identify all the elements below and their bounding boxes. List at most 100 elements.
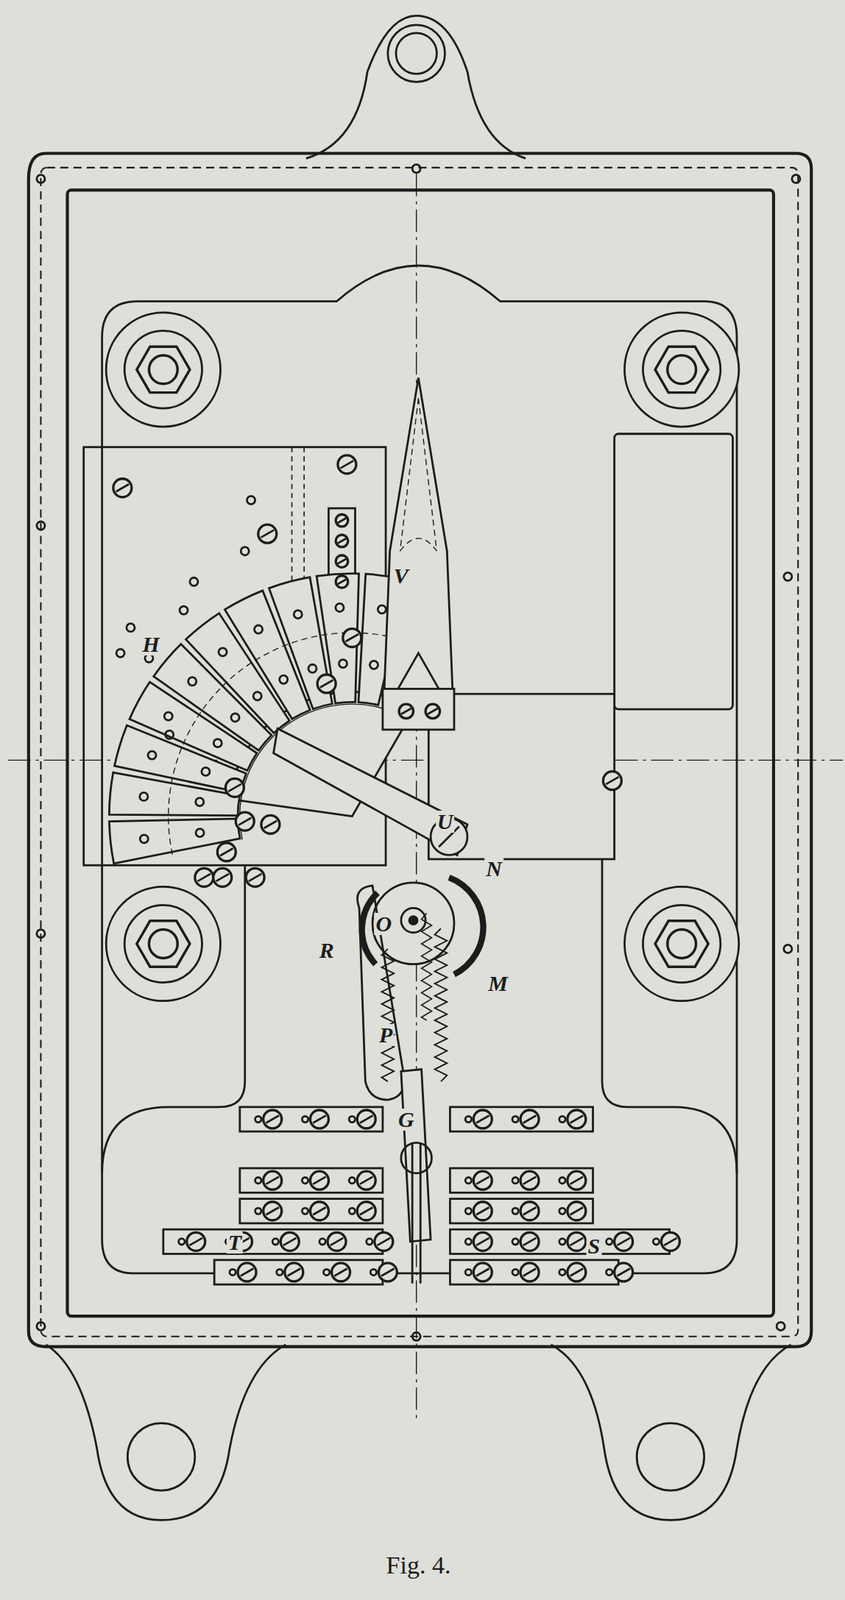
bolt-washer — [642, 905, 720, 983]
right-block — [428, 694, 614, 860]
screw-slot — [345, 634, 359, 642]
lever-arm — [273, 728, 468, 856]
terminal-hole — [370, 1269, 377, 1276]
terminal-hole — [559, 1116, 566, 1123]
screw — [335, 535, 349, 548]
screw — [337, 455, 357, 475]
screw — [660, 1232, 680, 1252]
part-letter: N — [484, 858, 504, 881]
bolt-end — [148, 355, 178, 385]
terminal-hole — [255, 1116, 262, 1123]
terminal-hole — [606, 1239, 613, 1246]
screw — [327, 1232, 346, 1252]
screw-slot — [570, 1268, 583, 1277]
screw — [217, 843, 236, 862]
bolt-washer — [642, 331, 720, 409]
terminal-hole — [229, 1269, 236, 1276]
bolt-boss — [105, 312, 221, 427]
bolt-boss — [624, 886, 740, 1002]
screw — [309, 1171, 329, 1191]
screw — [309, 1110, 329, 1130]
segment-hole — [218, 648, 227, 657]
base-plate — [102, 265, 737, 1275]
lug-hole — [127, 1424, 196, 1492]
segment-hole — [377, 605, 386, 614]
rivet-hole — [36, 1322, 45, 1331]
terminal-divider — [419, 1143, 422, 1284]
segment-hole — [139, 792, 148, 801]
plate-cutout — [102, 865, 246, 1175]
contact-segments — [108, 574, 415, 865]
screw — [520, 1110, 539, 1130]
part-letter: M — [486, 973, 510, 996]
rivet-hole — [165, 730, 174, 740]
terminal-hole — [559, 1269, 566, 1276]
rivet-hole — [247, 496, 256, 505]
terminal-bar — [449, 1260, 619, 1286]
screw-slot — [476, 1177, 489, 1186]
bolts — [105, 312, 740, 1002]
screw — [567, 1232, 586, 1252]
terminal-hole — [301, 1208, 308, 1215]
screw — [245, 868, 265, 887]
screw — [335, 555, 349, 569]
screw — [473, 1171, 492, 1191]
screw — [356, 1202, 376, 1222]
screw — [335, 575, 349, 589]
screw-slot — [570, 1207, 583, 1216]
terminal-hole — [348, 1177, 355, 1184]
screw-slot — [287, 1268, 301, 1277]
segment-hole — [139, 835, 148, 844]
lug-hole — [387, 25, 446, 83]
segment-hole — [201, 767, 210, 776]
screw — [520, 1263, 539, 1283]
screw — [235, 812, 254, 832]
bolt-end — [667, 355, 697, 385]
screw — [195, 868, 214, 887]
screw-slot — [476, 1238, 489, 1247]
terminal-hole — [512, 1116, 519, 1123]
part-letter: U — [435, 811, 455, 834]
rivet-hole — [126, 624, 135, 633]
segment-hole — [293, 610, 302, 620]
spring — [435, 928, 448, 1083]
bolt-washer — [124, 905, 202, 983]
segment-hole — [254, 625, 263, 634]
terminal-bar — [449, 1168, 593, 1194]
segment-hole — [164, 712, 173, 721]
screw-slot — [228, 784, 241, 793]
rivet-hole — [36, 521, 45, 530]
terminal-hole — [178, 1239, 185, 1246]
segment-hole — [308, 664, 317, 673]
screw-slot — [523, 1207, 536, 1216]
part-letter: R — [317, 939, 336, 963]
screw-slot — [216, 874, 229, 882]
screw — [309, 1202, 329, 1222]
screw — [331, 1263, 351, 1283]
screw-slot — [312, 1177, 326, 1186]
terminal-hole — [323, 1269, 330, 1276]
terminal-bars — [163, 1107, 681, 1286]
terminal-bar — [163, 1229, 383, 1255]
screw-slot — [312, 1115, 326, 1124]
screw — [567, 1110, 586, 1130]
terminal-hole — [512, 1269, 519, 1276]
terminal-bar — [239, 1107, 383, 1133]
bottom-lug — [45, 1345, 286, 1521]
rivet-hole — [116, 649, 125, 658]
terminal-hole — [606, 1269, 613, 1276]
bolt-boss — [105, 886, 221, 1002]
screw — [225, 778, 244, 798]
rivet-hole — [240, 547, 249, 556]
screw — [261, 815, 280, 834]
terminal-hole — [348, 1116, 355, 1123]
part-letter: O — [373, 913, 394, 936]
rivet-hole — [412, 164, 421, 173]
terminal-bar — [214, 1260, 383, 1286]
screw-slot — [570, 1115, 583, 1124]
terminal-hole — [465, 1208, 472, 1215]
terminal-hole — [652, 1239, 659, 1246]
screw — [425, 704, 440, 719]
screw-slot — [248, 874, 262, 882]
